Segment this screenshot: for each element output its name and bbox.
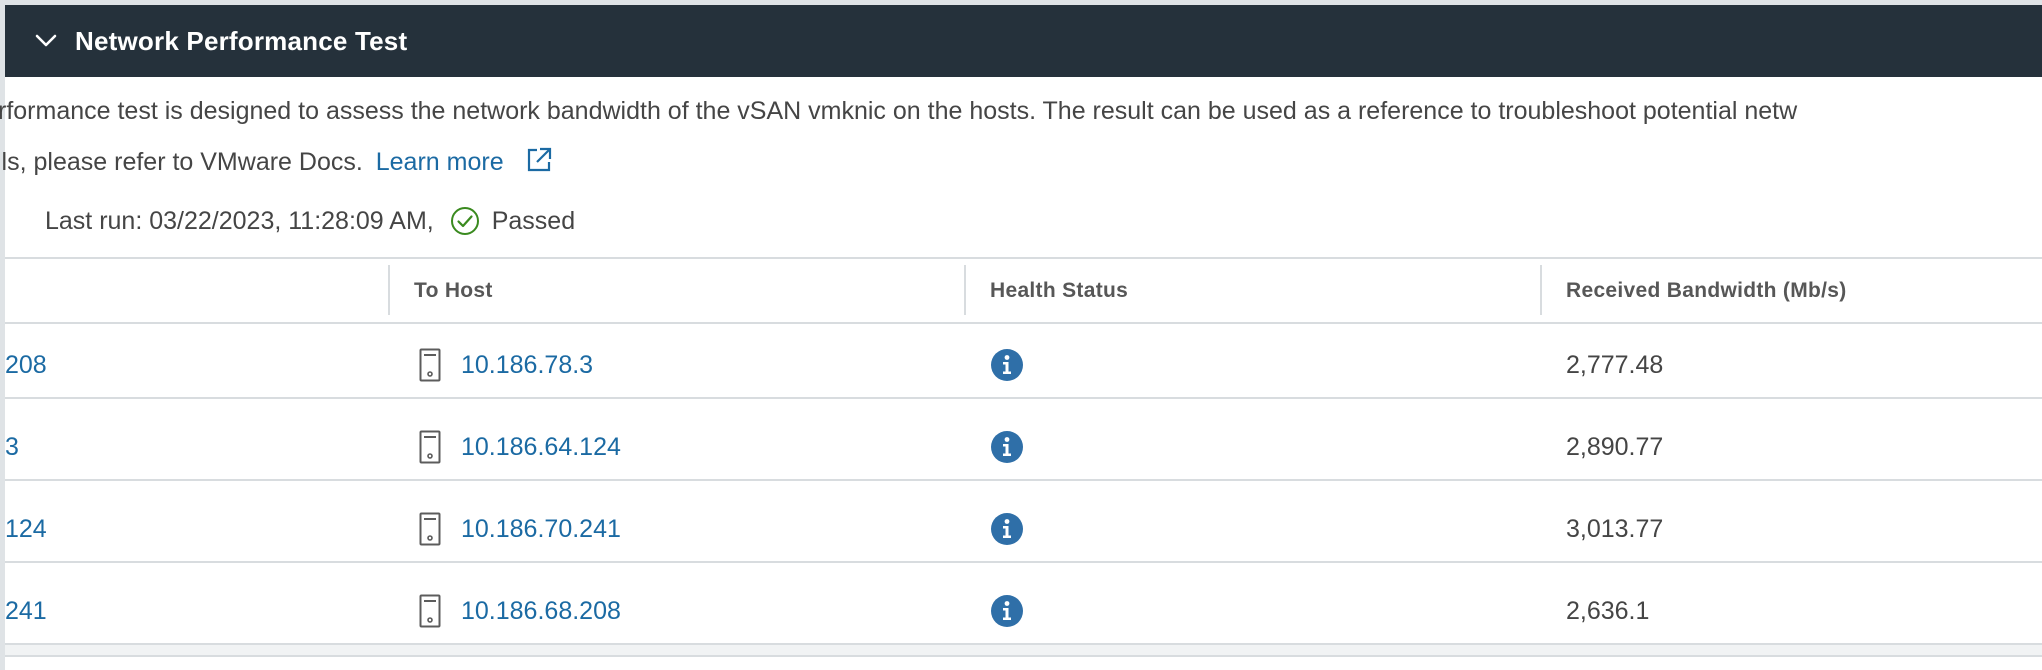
header-bottom-border <box>5 322 2042 324</box>
server-icon <box>419 430 441 464</box>
table-row[interactable]: 208 10.186.78.3 2,777.48 <box>5 324 2042 406</box>
table-footer-band <box>5 645 2042 655</box>
column-header-to-host[interactable]: To Host <box>414 279 493 302</box>
server-icon <box>419 594 441 628</box>
frame-left-border <box>0 0 5 670</box>
info-icon[interactable] <box>991 488 1023 570</box>
to-host-cell: 10.186.68.208 <box>419 570 621 652</box>
info-icon[interactable] <box>991 406 1023 488</box>
status-text: Passed <box>491 206 576 235</box>
table-row[interactable]: 3 10.186.64.124 2,890.77 <box>5 406 2042 488</box>
to-host-cell: 10.186.70.241 <box>419 488 621 570</box>
table-row[interactable]: 124 10.186.70.241 3,013.77 <box>5 488 2042 570</box>
to-host-link[interactable]: 10.186.64.124 <box>461 432 621 461</box>
info-icon[interactable] <box>991 324 1023 406</box>
column-separator[interactable] <box>388 265 390 315</box>
external-link-icon[interactable] <box>525 146 553 181</box>
to-host-cell: 10.186.64.124 <box>419 406 621 488</box>
to-host-cell: 10.186.78.3 <box>419 324 593 406</box>
from-host-link[interactable]: 3 <box>5 433 19 461</box>
description-line-2: ils, please refer to VMware Docs. Learn … <box>0 146 553 181</box>
row-divider <box>5 397 2042 399</box>
row-divider <box>5 643 2042 645</box>
server-icon <box>419 348 441 382</box>
bandwidth-table: To Host Health Status Received Bandwidth… <box>5 257 2042 670</box>
frame-top-border <box>0 0 2042 5</box>
bandwidth-value: 3,013.77 <box>1566 515 1664 543</box>
row-divider <box>5 479 2042 481</box>
table-footer-border <box>5 655 2042 657</box>
to-host-link[interactable]: 10.186.68.208 <box>461 596 621 625</box>
to-host-link[interactable]: 10.186.78.3 <box>461 350 594 379</box>
column-header-health-status[interactable]: Health Status <box>990 279 1129 302</box>
last-run-text: Last run: 03/22/2023, 11:28:09 AM, <box>45 206 434 235</box>
server-icon <box>419 512 441 546</box>
bandwidth-value: 2,890.77 <box>1566 433 1664 461</box>
from-host-link[interactable]: 241 <box>5 597 47 625</box>
description-line-1: rformance test is designed to assess the… <box>0 97 1798 125</box>
panel-title: Network Performance Test <box>75 25 408 56</box>
learn-more-link[interactable]: Learn more <box>375 148 504 176</box>
bandwidth-value: 2,777.48 <box>1566 351 1664 379</box>
table-top-border <box>5 257 2042 259</box>
check-circle-icon <box>450 206 480 236</box>
row-divider <box>5 561 2042 563</box>
last-run-status: Last run: 03/22/2023, 11:28:09 AM, Passe… <box>45 206 575 236</box>
table-row[interactable]: 241 10.186.68.208 2,636.1 <box>5 570 2042 652</box>
column-separator[interactable] <box>964 265 966 315</box>
column-header-received-bandwidth[interactable]: Received Bandwidth (Mb/s) <box>1566 279 1847 302</box>
from-host-link[interactable]: 124 <box>5 515 47 543</box>
chevron-down-icon[interactable] <box>31 26 61 56</box>
bandwidth-value: 2,636.1 <box>1566 597 1650 625</box>
info-icon[interactable] <box>991 570 1023 652</box>
to-host-link[interactable]: 10.186.70.241 <box>461 514 621 543</box>
from-host-link[interactable]: 208 <box>5 351 47 379</box>
description-line-2-text: ils, please refer to VMware Docs. <box>0 148 363 176</box>
panel-header[interactable]: Network Performance Test <box>5 5 2042 77</box>
column-separator[interactable] <box>1540 265 1542 315</box>
